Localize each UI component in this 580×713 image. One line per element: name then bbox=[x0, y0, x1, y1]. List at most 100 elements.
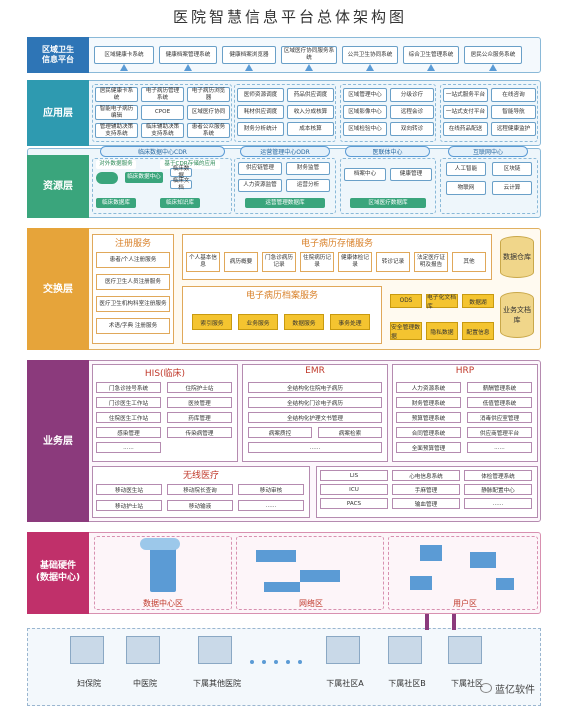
dot-icon bbox=[286, 660, 290, 664]
emr-storage-item: 健康体检记录 bbox=[338, 252, 372, 272]
emr-item: 全结构化住院电子病历 bbox=[248, 382, 382, 393]
emr-title: EMR bbox=[305, 366, 325, 376]
regional-item: 区域健康卡系统 bbox=[94, 46, 154, 64]
building-icon bbox=[126, 636, 160, 664]
bottom-label: 下属社区B bbox=[388, 679, 426, 688]
res-item: 运营分析 bbox=[286, 179, 330, 192]
application-layer-label: 应用层 bbox=[27, 80, 89, 146]
regional-item: 健康档案管理系统 bbox=[159, 46, 217, 64]
his-item: 门急诊挂号系统 bbox=[96, 382, 161, 393]
app-item: 临床辅助决策支持系统 bbox=[141, 123, 184, 138]
res-item: 临床数据库 bbox=[96, 198, 136, 208]
wireless-item: 移动审核 bbox=[238, 484, 304, 495]
app-item: 在线药品配送 bbox=[443, 122, 488, 136]
dot-icon bbox=[298, 660, 302, 664]
resource-layer-label: 资源层 bbox=[27, 155, 89, 218]
his-item: 门诊医生工作站 bbox=[96, 397, 161, 408]
exchange-layer-label: 交换层 bbox=[27, 228, 89, 350]
page-title: 医院智慧信息平台总体架构图 bbox=[172, 8, 407, 26]
up-arrow-icon bbox=[245, 64, 253, 71]
app-item: 患者公众服务系统 bbox=[187, 123, 230, 138]
building-icon bbox=[70, 636, 104, 664]
dot-icon bbox=[262, 660, 266, 664]
lis-item: ...... bbox=[464, 498, 532, 509]
updown-arrow-icon bbox=[452, 614, 456, 630]
up-arrow-icon bbox=[120, 64, 128, 71]
app-item: 居民健康卡系统 bbox=[95, 87, 138, 102]
register-item: 医疗卫生人员注册服务 bbox=[96, 274, 170, 290]
regional-item: 健康档案浏览器 bbox=[222, 46, 276, 64]
ods-item: 电子化文档库 bbox=[426, 294, 458, 310]
res-item: 人力资源监管 bbox=[238, 179, 282, 192]
bottom-label: 妇保院 bbox=[77, 679, 101, 688]
hardware-layer bbox=[27, 532, 541, 614]
emr-storage-item: 住院病历记录 bbox=[300, 252, 334, 272]
his-item: 医技管理 bbox=[167, 397, 232, 408]
archive-item: 索引服务 bbox=[192, 314, 232, 330]
emr-item: 病案检索 bbox=[318, 427, 382, 438]
switch-icon bbox=[264, 582, 300, 592]
app-item: 远程会诊 bbox=[390, 105, 434, 119]
register-item: 患者/个人注册服务 bbox=[96, 252, 170, 268]
app-item: 一站式服务平台 bbox=[443, 88, 488, 102]
res-item: 物联网 bbox=[446, 181, 486, 195]
business-layer-label: 业务层 bbox=[27, 360, 89, 522]
res-item: 临床文档 bbox=[170, 178, 192, 191]
user-zone-label: 用户区 bbox=[453, 599, 477, 608]
app-item: 成本核算 bbox=[287, 122, 334, 136]
security-item: 配置信息 bbox=[462, 322, 494, 340]
up-arrow-icon bbox=[366, 64, 374, 71]
res-group bbox=[340, 158, 436, 214]
app-group bbox=[340, 84, 436, 142]
hrp-item: 财务管理系统 bbox=[396, 397, 461, 408]
building-icon bbox=[198, 636, 232, 664]
lis-item: 输血管理 bbox=[392, 498, 460, 509]
app-group bbox=[92, 84, 232, 142]
regional-layer-label: 区域卫生 信息平台 bbox=[27, 37, 89, 73]
wireless-item: 移动输液 bbox=[167, 500, 233, 511]
hrp-item: ...... bbox=[467, 442, 532, 453]
his-item: ...... bbox=[96, 442, 161, 453]
app-item: 分级诊疗 bbox=[390, 88, 434, 102]
res-item: 区域医疗数据库 bbox=[350, 198, 426, 208]
app-item: 电子病历浏览器 bbox=[187, 87, 230, 102]
datacenter-label: 数据中心区 bbox=[143, 599, 183, 608]
app-item: CPOE bbox=[141, 105, 184, 120]
res-group bbox=[234, 158, 336, 214]
bottom-label: 下属社区A bbox=[326, 679, 364, 688]
hrp-item: 薪酬管理系统 bbox=[467, 382, 532, 393]
wireless-item: 移动院长查询 bbox=[167, 484, 233, 495]
center-label: 医联体中心 bbox=[345, 146, 430, 157]
up-arrow-icon bbox=[489, 64, 497, 71]
laptop-icon bbox=[470, 552, 496, 568]
security-item: 隐私数据 bbox=[426, 322, 458, 340]
app-item: 财务分析统计 bbox=[237, 122, 284, 136]
up-arrow-icon bbox=[305, 64, 313, 71]
archive-item: 数据服务 bbox=[284, 314, 324, 330]
switch-icon bbox=[300, 570, 340, 582]
wireless-item: 移动医生站 bbox=[96, 484, 162, 495]
regional-item: 居民公众服务系统 bbox=[464, 46, 522, 64]
wireless-item: 移动护士站 bbox=[96, 500, 162, 511]
phone-icon bbox=[496, 578, 514, 590]
up-arrow-icon bbox=[427, 64, 435, 71]
his-item: 住院医生工作站 bbox=[96, 412, 161, 423]
lis-item: 静脉配置中心 bbox=[464, 484, 532, 495]
data-warehouse-db: 数据仓库 bbox=[500, 236, 534, 278]
emr-storage-title: 电子病历存储服务 bbox=[300, 239, 373, 249]
ods-item: 数据湖 bbox=[462, 294, 494, 308]
res-item: 临床数据中心 bbox=[125, 172, 163, 183]
hrp-item: 预算管理系统 bbox=[396, 412, 461, 423]
his-item: 传染病管理 bbox=[167, 427, 232, 438]
user-zone bbox=[388, 536, 538, 610]
app-group bbox=[440, 84, 538, 142]
app-item: 双向转诊 bbox=[390, 122, 434, 136]
his-item: 住院护士站 bbox=[167, 382, 232, 393]
res-item: 云计算 bbox=[492, 181, 532, 195]
regional-item: 综合卫生管理系统 bbox=[403, 46, 459, 64]
hardware-layer-label: 基础硬件 (数据中心) bbox=[27, 532, 89, 614]
watermark: 蓝亿软件 bbox=[480, 680, 570, 696]
app-item: 管理辅助决策支持系统 bbox=[95, 123, 138, 138]
security-item: 安全管理数据 bbox=[390, 322, 422, 340]
app-item: 区域检验中心 bbox=[343, 122, 387, 136]
